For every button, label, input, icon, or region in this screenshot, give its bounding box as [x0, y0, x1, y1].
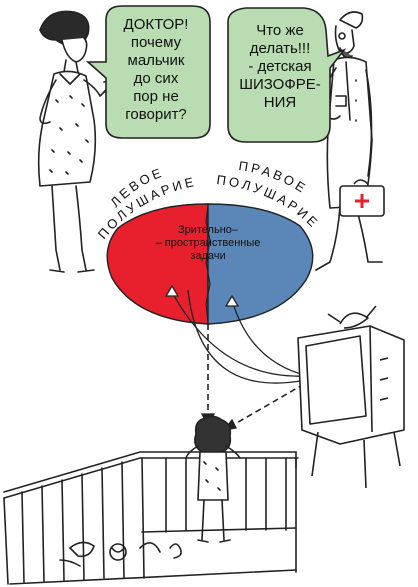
speech-bubble-right: [227, 7, 347, 143]
mother-figure: [37, 10, 115, 273]
doctor-speech-line: Что же: [256, 22, 304, 39]
visuospatial-line: – пространственные: [155, 237, 261, 249]
television-icon: [297, 305, 405, 489]
doctor-speech-line: ШИЗОФРЕ-: [239, 76, 321, 93]
visuospatial-label: Зрительно– – пространственные задачи: [128, 224, 288, 263]
child-figure: [185, 415, 241, 543]
medical-bag-icon: [339, 179, 385, 217]
doctor-speech-text: Что же делать!!! - детская ШИЗОФРЕ- НИЯ: [232, 22, 328, 112]
mother-speech-line: мальчик: [127, 52, 185, 69]
left-hemisphere: [106, 203, 209, 325]
signal-arrows: [164, 284, 309, 431]
doctor-speech-line: НИЯ: [263, 94, 297, 111]
brain-hemispheres: [106, 203, 314, 325]
right-hemisphere: [207, 203, 314, 325]
mother-speech-text: ДОКТОР! почему мальчик до сих пор не гов…: [112, 16, 200, 124]
doctor-speech-line: делать!!!: [249, 40, 311, 57]
playpen-icon: [3, 451, 299, 585]
visuospatial-line: задачи: [190, 250, 226, 262]
mother-speech-line: ДОКТОР!: [123, 16, 189, 33]
doctor-speech-line: - детская: [248, 58, 312, 75]
mother-speech-line: почему: [130, 34, 182, 51]
mother-speech-line: до сих: [133, 70, 179, 87]
mother-speech-line: пор не: [133, 88, 179, 105]
visuospatial-line: Зрительно–: [177, 224, 239, 236]
speech-bubble-left: [85, 5, 211, 139]
mother-speech-line: говорит?: [125, 106, 187, 123]
